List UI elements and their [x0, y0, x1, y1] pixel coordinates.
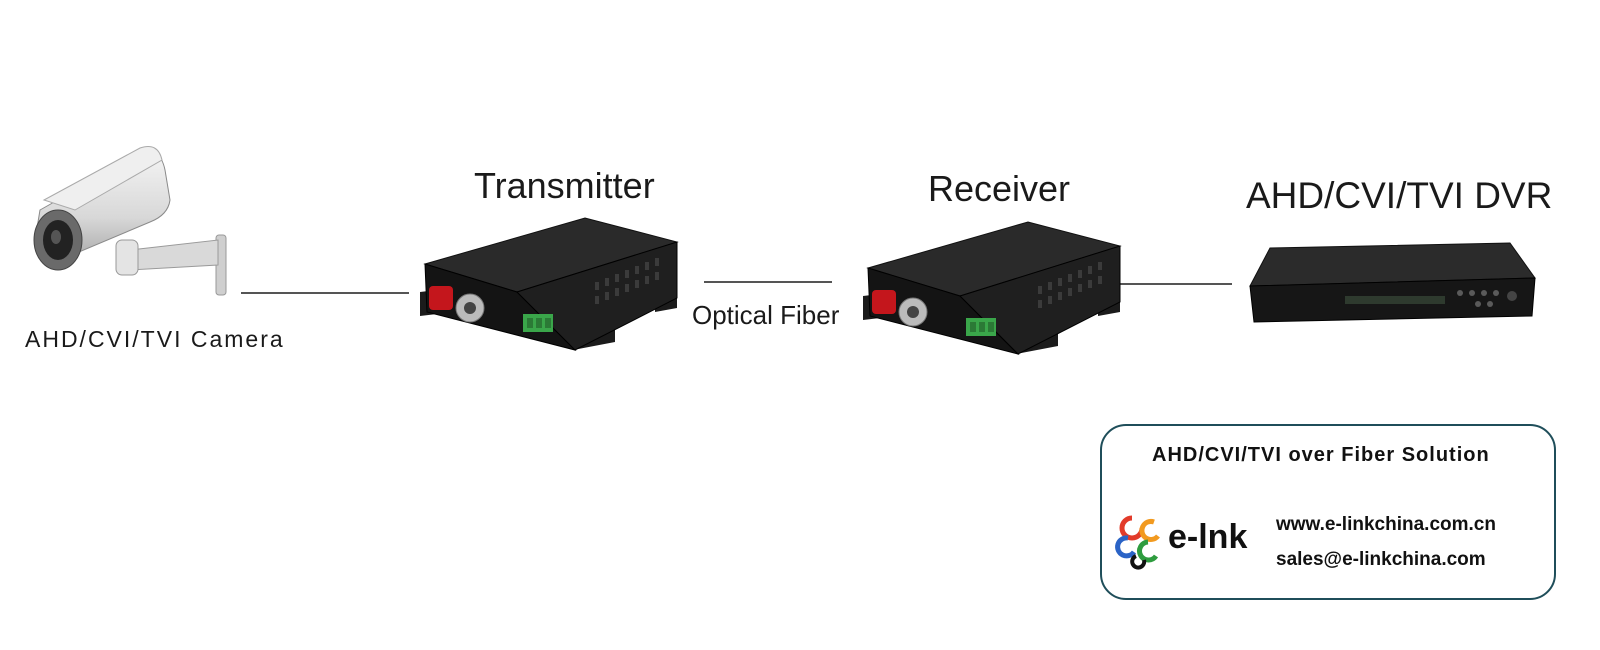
- optical-fiber-label: Optical Fiber: [692, 300, 840, 330]
- brand-name: e-lnk: [1168, 518, 1248, 556]
- email-text: sales@e-linkchina.com: [1276, 549, 1486, 570]
- solution-title: AHD/CVI/TVI over Fiber Solution: [1152, 444, 1490, 466]
- transmitter-label: Transmitter: [474, 165, 655, 206]
- e-link-logo-icon: [1115, 515, 1160, 570]
- dvr-label: AHD/CVI/TVI DVR: [1246, 175, 1553, 216]
- camera-to-transmitter-line: [241, 292, 409, 294]
- website-text: www.e-linkchina.com.cn: [1276, 514, 1496, 535]
- camera-label: AHD/CVI/TVI Camera: [25, 326, 285, 352]
- receiver-label: Receiver: [928, 168, 1071, 209]
- solution-info-box: AHD/CVI/TVI over Fiber Solution e-lnk ww…: [1100, 424, 1556, 600]
- receiver-to-dvr-line: [1116, 283, 1232, 285]
- fiber-line: [704, 281, 832, 283]
- dvr-device: [1249, 242, 1536, 323]
- transmitter-device: [420, 217, 679, 351]
- camera-image: [33, 146, 227, 296]
- receiver-device: [863, 221, 1122, 355]
